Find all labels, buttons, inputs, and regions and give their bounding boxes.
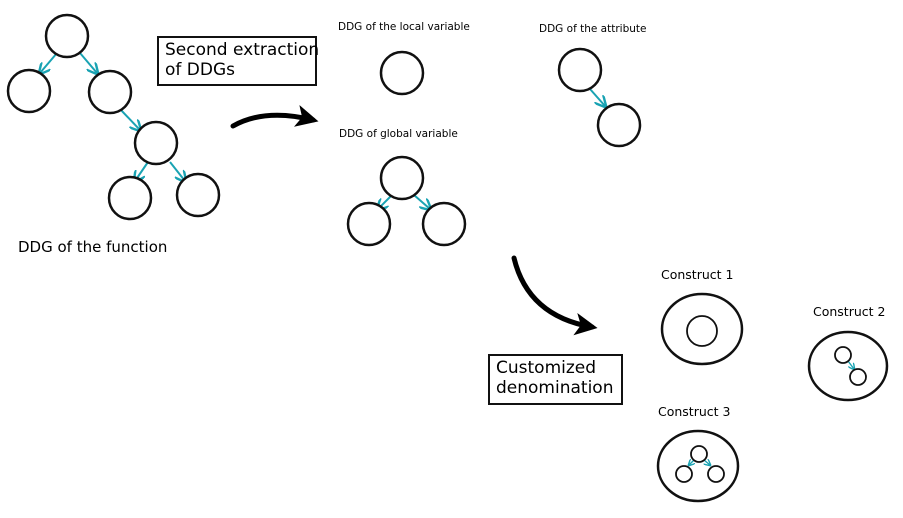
construct-2-shape [807,330,889,402]
construct-2-edge [847,360,854,369]
construct-1-inner [686,315,718,347]
fn-node-mid [133,120,179,166]
label-construct-3: Construct 3 [658,404,731,419]
construct-2-node-bottom [849,368,867,386]
global-ddg [346,155,467,247]
label-ddg-attribute: DDG of the attribute [539,23,647,35]
function-ddg-tree [6,13,221,221]
global-node-right [421,201,467,247]
arrow-extraction [230,104,319,129]
construct-3-shape [656,429,740,503]
edge-mid [119,108,140,130]
edge-attribute [589,88,605,106]
box-customized-denomination-line-2: denomination [496,378,614,398]
box-customized-denomination: Customized denomination [488,354,623,405]
construct-3-edge-left [689,460,694,465]
edge-root-right [79,52,97,73]
edge-low-right [169,161,185,181]
label-ddg-function: DDG of the function [18,238,168,256]
local-node [379,50,425,96]
arrow-denomination [511,255,598,336]
edge-global-right [413,194,430,209]
attribute-ddg [557,47,642,148]
construct-3-node-right [707,465,725,483]
label-construct-2: Construct 2 [813,304,886,319]
global-node-top [379,155,425,201]
fn-node-low-left [107,175,153,221]
construct-3-node-left [675,465,693,483]
construct-2-outer [807,330,889,402]
attribute-node-bottom [596,102,642,148]
construct-3-node-top [690,445,708,463]
edge-root-left [40,52,58,73]
box-second-extraction-line-2: of DDGs [165,60,236,80]
attribute-node-top [557,47,603,93]
fn-node-low-right [175,172,221,218]
fn-node-right [87,69,133,115]
label-ddg-local: DDG of the local variable [338,21,470,33]
fn-node-left [6,68,52,114]
label-ddg-global: DDG of global variable [339,128,458,140]
global-node-left [346,201,392,247]
box-customized-denomination-line-1: Customized [496,358,597,378]
fn-node-root [44,13,90,59]
box-second-extraction-line-1: Second extraction [165,40,320,60]
construct-2-node-top [834,346,852,364]
label-construct-1: Construct 1 [661,267,734,282]
construct-3-outer [656,429,740,503]
construct-1-shape [660,292,744,366]
box-second-extraction: Second extraction of DDGs [157,36,320,86]
construct-3-edge-right [704,460,710,465]
